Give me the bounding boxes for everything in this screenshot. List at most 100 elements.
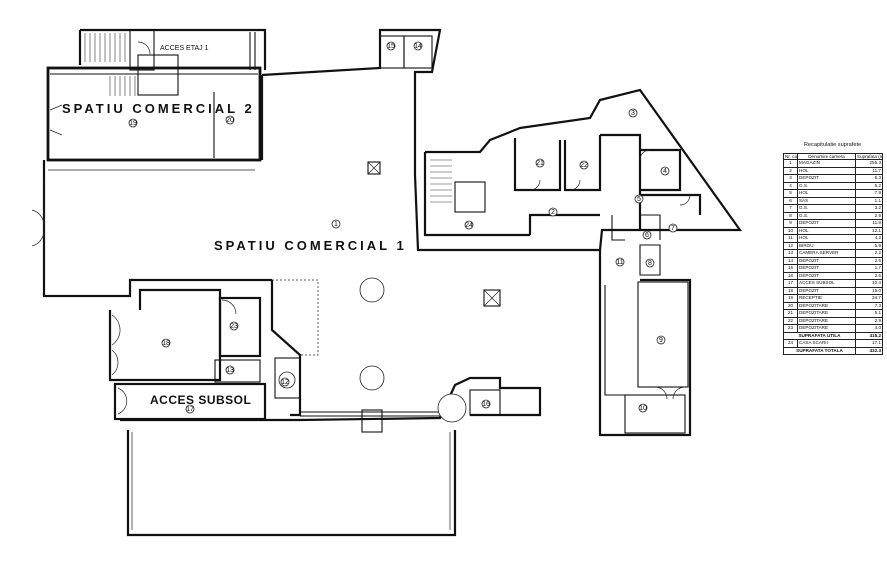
room-num-14: 14: [414, 43, 422, 50]
room-num-23: 23: [230, 323, 238, 330]
room-num-21: 21: [536, 160, 544, 167]
recap-cell-name: G.S.: [797, 204, 856, 213]
recap-scara-name: CASA SCARII: [797, 339, 856, 348]
room-num-3: 3: [631, 110, 635, 117]
room-number-markers: 1 2 3 4 5 6 7 8 9 10 11 12 13 14 15 16 1…: [128, 41, 678, 414]
room-num-6: 6: [645, 232, 649, 239]
recap-cell-area: 2.6: [855, 271, 883, 281]
recap-cell-name: RECEPTIE: [797, 294, 856, 303]
recap-header-row: Nr. cam. Denumire camera Suprafata (m²): [783, 152, 883, 161]
room-num-11: 11: [616, 259, 623, 266]
recap-header-area: Suprafata (m²): [855, 152, 883, 161]
recap-cell-area: 1.7: [855, 264, 883, 273]
recap-cell-area: 15.0: [855, 286, 883, 296]
recap-cell-n: 4: [783, 181, 798, 191]
room-num-18: 18: [162, 340, 170, 347]
recap-cell-name: ACCES SUBSOL: [797, 279, 856, 288]
recap-cell-name: BIROU: [797, 241, 856, 251]
recap-cell-area: 5.9: [855, 241, 883, 251]
recap-scara-nr: 24: [783, 339, 798, 348]
room-num-9: 9: [659, 337, 663, 344]
recap-utila-label: SUPRAFATA UTILA: [783, 331, 856, 341]
room-num-20: 20: [226, 117, 234, 124]
room-num-4: 4: [663, 168, 667, 175]
label-spatiu-comercial-1: SPATIU COMERCIAL 1: [214, 238, 407, 253]
recap-cell-name: DEPOZIT: [797, 219, 856, 228]
recap-cell-n: 10: [783, 226, 798, 236]
recap-table: Recapitulatie suprafete Nr. cam. Denumir…: [783, 142, 883, 356]
recap-cell-n: 11: [783, 234, 798, 243]
recap-cell-area: 255.3: [855, 159, 883, 168]
room-num-8: 8: [648, 260, 652, 267]
room-acces-subsol: [113, 357, 301, 421]
recap-cell-n: 20: [783, 301, 798, 311]
room-num-13: 13: [226, 367, 234, 374]
recap-totala-row: SUPRAFATA TOTALA 432.3: [783, 346, 883, 356]
recap-scara-row: 24 CASA SCARII 17.1: [783, 339, 883, 348]
recap-cell-area: 1.1: [855, 196, 883, 206]
room-23: [218, 296, 262, 358]
recap-cell-area: 11.8: [855, 219, 883, 228]
recap-cell-area: 3.2: [855, 204, 883, 213]
recap-cell-name: G.S.: [797, 181, 856, 191]
recap-cell-n: 13: [783, 249, 798, 258]
recap-cell-area: 5.2: [855, 181, 883, 191]
recap-cell-n: 6: [783, 196, 798, 206]
recap-cell-area: 2.5: [855, 256, 883, 266]
recap-cell-area: 10.4: [855, 279, 883, 288]
recap-cell-area: 2.9: [855, 316, 883, 326]
recap-cell-name: CAMERA SERVER: [797, 249, 856, 258]
room-num-19: 19: [129, 120, 137, 127]
recap-scara-area: 17.1: [855, 339, 883, 348]
label-spatiu-comercial-2: SPATIU COMERCIAL 2: [62, 101, 255, 116]
recap-cell-n: 7: [783, 204, 798, 213]
recap-cell-name: DEPOZITARE: [797, 301, 856, 311]
recap-utila-row: SUPRAFATA UTILA 415.2: [783, 331, 883, 341]
recap-cell-name: HOL: [797, 166, 856, 176]
room-num-1: 1: [334, 221, 338, 228]
recap-cell-area: 5.1: [855, 309, 883, 318]
recap-cell-name: DEPOZIT: [797, 256, 856, 266]
recap-cell-area: 2.2: [855, 249, 883, 258]
columns: [359, 161, 501, 423]
recap-cell-name: DEPOZITARE: [797, 324, 856, 333]
recap-cell-name: SAS: [797, 196, 856, 206]
room-num-24: 24: [465, 222, 473, 229]
recap-cell-area: 7.9: [855, 189, 883, 198]
recap-cell-n: 16: [783, 271, 798, 281]
recap-cell-name: DEPOZIT: [797, 271, 856, 281]
recap-cell-n: 17: [783, 279, 798, 288]
room-num-12: 12: [281, 379, 289, 386]
room-num-22: 22: [580, 162, 588, 169]
recap-cell-name: DEPOZIT: [797, 264, 856, 273]
room-spatiu-comercial-2: [46, 66, 262, 162]
rooms-upper-right: [379, 35, 702, 276]
recap-cell-name: DEPOZITARE: [797, 309, 856, 318]
recap-cell-n: 8: [783, 211, 798, 221]
room-depozit-18: [108, 288, 222, 382]
recap-cell-n: 14: [783, 256, 798, 266]
recap-cell-n: 19: [783, 294, 798, 303]
recap-cell-area: 12.1: [855, 226, 883, 236]
recap-cell-area: 2.9: [855, 211, 883, 221]
rooms-right-lower: [469, 250, 692, 437]
recap-cell-area: 4.0: [855, 324, 883, 333]
